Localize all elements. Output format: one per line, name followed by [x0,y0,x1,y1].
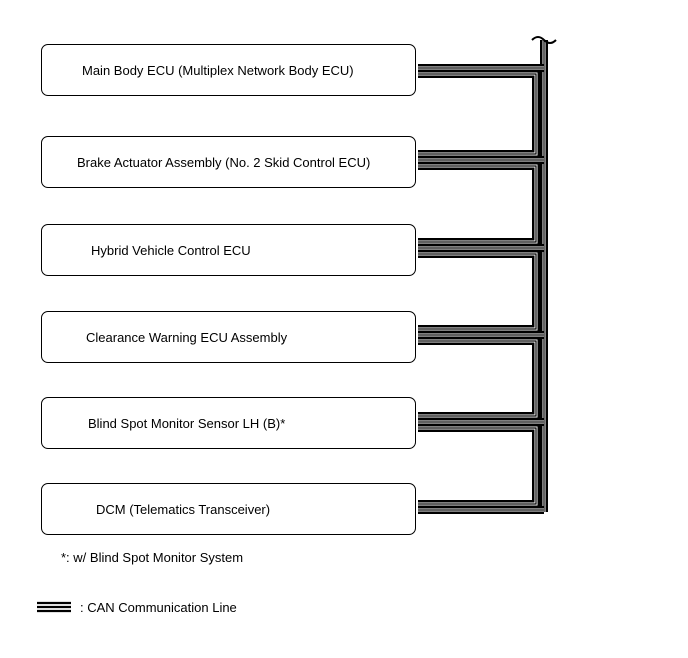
can-loop-3-core [418,340,537,417]
can-loop-1-outer [418,162,540,246]
ecu-box-clearance-warning: Clearance Warning ECU Assembly [41,311,416,363]
ecu-label-brake-actuator: Brake Actuator Assembly (No. 2 Skid Cont… [77,155,371,170]
can-loop-3-gap [418,339,538,418]
ecu-label-hybrid-vehicle: Hybrid Vehicle Control ECU [91,243,251,258]
can-loop-0-outer [418,70,540,158]
can-loop-4-outer [418,424,540,508]
ecu-label-dcm: DCM (Telematics Transceiver) [96,502,271,517]
can-line-legend-icon [37,601,71,613]
can-loop-2-gap [418,252,538,331]
can-loop-0-core [418,73,537,155]
ecu-box-brake-actuator: Brake Actuator Assembly (No. 2 Skid Cont… [41,136,416,188]
ecu-label-clearance-warning: Clearance Warning ECU Assembly [86,330,288,345]
can-loop-4-gap [418,426,538,506]
can-loop-2-outer [418,250,540,333]
ecu-box-blind-spot-monitor: Blind Spot Monitor Sensor LH (B)* [41,397,416,449]
can-loop-4-core [418,427,537,505]
legend-label: : CAN Communication Line [80,600,237,615]
footnote: *: w/ Blind Spot Monitor System [61,550,244,565]
can-loop-1-gap [418,164,538,244]
ecu-box-main-body: Main Body ECU (Multiplex Network Body EC… [41,44,416,96]
can-loop-2-core [418,253,537,330]
can-loop-1-core [418,165,537,243]
ecu-label-main-body: Main Body ECU (Multiplex Network Body EC… [82,63,354,78]
bus-continuation-break [531,36,557,44]
can-loop-3-outer [418,337,540,420]
can-loop-0-gap [418,72,538,156]
ecu-box-dcm: DCM (Telematics Transceiver) [41,483,416,535]
ecu-label-blind-spot-monitor: Blind Spot Monitor Sensor LH (B)* [88,416,286,431]
ecu-box-hybrid-vehicle: Hybrid Vehicle Control ECU [41,224,416,276]
